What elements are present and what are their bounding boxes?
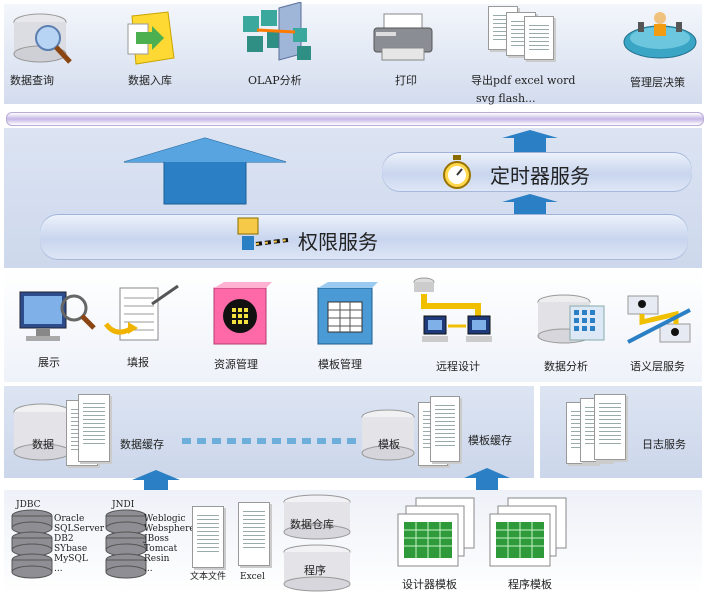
jndi-title: JNDI — [112, 500, 135, 510]
jdbc-database-stack-icon — [11, 509, 53, 579]
semantic-layer-icon — [627, 295, 691, 344]
top-item-label: 数据查询 — [10, 74, 54, 87]
permission-service-label: 权限服务 — [298, 230, 378, 254]
text-file-label: 文本文件 — [190, 572, 227, 582]
remote-design-icon — [413, 277, 492, 342]
dashed-link — [182, 438, 358, 444]
module-label: 展示 — [38, 356, 60, 369]
resource-manage-icon — [213, 282, 272, 345]
program-disk-icon — [283, 544, 351, 592]
top-item-label: 打印 — [395, 74, 417, 87]
module-label: 模板管理 — [318, 358, 362, 371]
top-item-label: 管理层决策 — [630, 76, 685, 89]
designer-template-label: 设计器模板 — [402, 578, 457, 591]
program-label: 程序 — [304, 564, 326, 577]
output-band — [4, 4, 702, 104]
data-disk-icon — [13, 403, 71, 461]
data-cache-label: 数据缓存 — [120, 438, 164, 451]
excel-file-icon — [238, 502, 270, 566]
up-arrow-icon — [132, 470, 180, 494]
printer-icon — [373, 13, 433, 61]
template-manage-icon — [317, 282, 378, 345]
display-monitor-icon — [19, 291, 96, 341]
jdbc-list: Oracle SQLServer DB2 SYbase MySQL ... — [54, 514, 105, 574]
program-template-icon — [489, 497, 567, 567]
fill-form-icon — [103, 284, 179, 341]
bus-bar — [6, 112, 704, 126]
stopwatch-icon — [443, 155, 471, 189]
top-item-label: 导出pdf excel word — [471, 74, 576, 87]
module-label: 填报 — [127, 356, 149, 369]
big-up-arrow-icon — [123, 137, 287, 205]
timer-service-label: 定时器服务 — [490, 164, 590, 188]
permission-service-bar — [40, 214, 688, 260]
data-warehouse-label: 数据仓库 — [290, 518, 334, 531]
jdbc-title: JDBC — [16, 500, 41, 510]
export-label-line2: svg flash... — [476, 92, 536, 105]
data-disk-label: 数据 — [32, 438, 54, 451]
template-disk-label: 模板 — [378, 438, 400, 451]
text-file-icon — [192, 506, 224, 568]
module-label: 资源管理 — [214, 358, 258, 371]
small-up-arrow-icon — [502, 130, 558, 152]
small-up-arrow-icon — [502, 194, 558, 214]
magnifier-on-disk-icon — [13, 13, 72, 64]
up-arrow-icon — [464, 468, 510, 492]
top-item-label: 数据入库 — [128, 74, 172, 87]
top-item-label: OLAP分析 — [248, 74, 302, 87]
data-analysis-icon — [537, 294, 605, 344]
olap-cubes-icon — [243, 2, 311, 61]
excel-label: Excel — [240, 572, 265, 582]
template-disk-icon — [361, 409, 415, 461]
permission-user-icon — [237, 217, 289, 250]
data-warehouse-disk-icon — [283, 494, 351, 540]
module-label: 语义层服务 — [630, 360, 685, 373]
log-service-label: 日志服务 — [642, 438, 686, 451]
module-label: 数据分析 — [544, 360, 588, 373]
timer-service-bar — [382, 152, 692, 192]
program-template-label: 程序模板 — [508, 578, 552, 591]
designer-template-icon — [397, 497, 475, 567]
template-cache-label: 模板缓存 — [468, 434, 512, 447]
module-label: 远程设计 — [436, 360, 480, 373]
jndi-database-stack-icon — [105, 509, 147, 579]
jndi-list: Weblogic Websphere JBoss Tomcat Resin ..… — [144, 514, 195, 574]
meeting-table-icon — [623, 12, 697, 59]
box-import-icon — [127, 11, 175, 65]
